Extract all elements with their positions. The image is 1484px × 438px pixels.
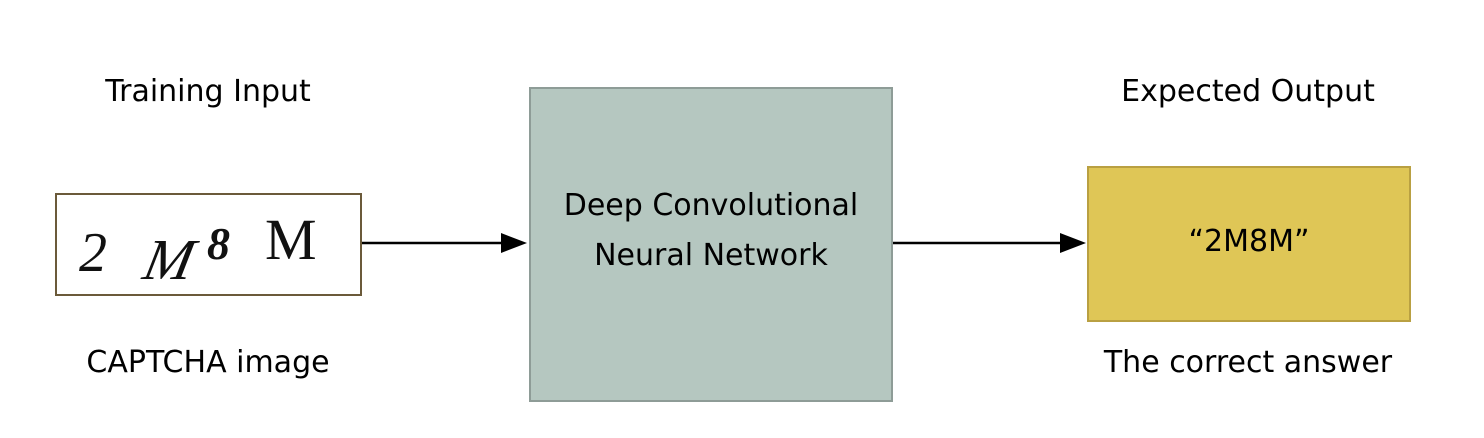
arrowhead-input-to-network <box>501 233 527 253</box>
training-input-heading: Training Input <box>105 74 311 109</box>
expected-output-box: “2M8M” <box>1087 166 1411 322</box>
captcha-image: 2 M 8 M <box>55 193 362 296</box>
captcha-char: 8 <box>207 218 230 269</box>
expected-output-value: “2M8M” <box>1188 224 1310 259</box>
captcha-char: 2 <box>79 222 107 284</box>
captcha-caption: CAPTCHA image <box>86 345 330 380</box>
cnn-label: Deep Convolutional Neural Network <box>564 181 859 281</box>
arrowhead-network-to-output <box>1060 233 1086 253</box>
correct-answer-caption: The correct answer <box>1103 345 1393 380</box>
cnn-box: Deep Convolutional Neural Network <box>529 87 893 402</box>
cnn-label-line1: Deep Convolutional <box>563 188 859 223</box>
cnn-label-line2: Neural Network <box>594 238 828 273</box>
captcha-char: M <box>265 207 317 272</box>
expected-output-heading: Expected Output <box>1121 74 1375 109</box>
